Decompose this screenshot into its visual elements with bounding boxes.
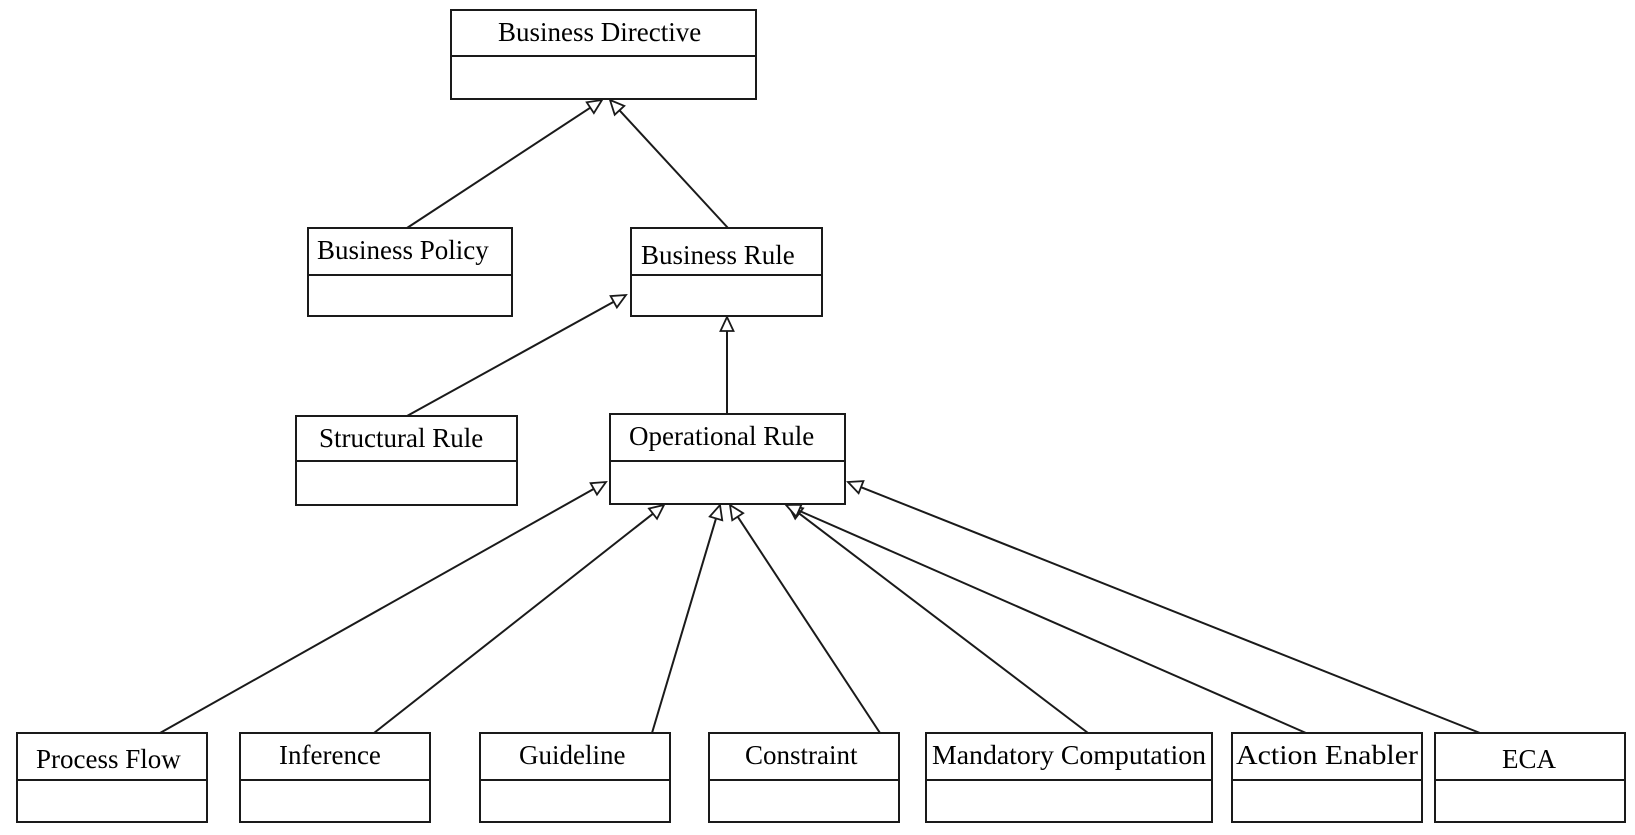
class-inference[interactable]: Inference [239,732,431,823]
class-name: Mandatory Computation [932,740,1207,770]
class-name: Constraint [745,740,858,770]
generalization-arrowhead [728,503,745,522]
class-name: Inference [279,740,381,770]
generalization-line [406,300,615,417]
generalization-arrowhead [609,293,628,310]
class-action-enabler[interactable]: Action Enabler [1231,732,1423,823]
generalization-line [860,486,1481,734]
class-name: Business Policy [317,235,489,265]
generalization-arrowhead [647,503,666,521]
class-name: Business Directive [498,17,701,47]
generalization-arrowhead [585,98,604,115]
class-operational-rule[interactable]: Operational Rule [609,413,846,505]
generalization-arrowhead [719,314,735,332]
class-name: Operational Rule [629,421,814,451]
class-name: Structural Rule [319,423,483,453]
class-mandatory-computation[interactable]: Mandatory Computation [925,732,1213,823]
generalization-line [651,518,717,734]
generalization-line [798,512,1089,734]
class-name: ECA [1502,744,1557,774]
generalization-line [159,487,595,734]
class-guideline[interactable]: Guideline [479,732,671,823]
class-business-rule[interactable]: Business Rule [630,227,823,317]
class-name: Business Rule [641,240,795,270]
class-name: Guideline [519,740,625,770]
class-business-policy[interactable]: Business Policy [307,227,513,317]
generalization-arrowhead [608,98,626,117]
generalization-arrowhead [846,480,865,495]
generalization-arrowhead [589,480,608,497]
class-business-directive[interactable]: Business Directive [450,9,757,100]
generalization-line [406,106,591,229]
class-name: Process Flow [36,744,181,774]
class-name: Action Enabler [1236,740,1418,770]
generalization-arrowhead [708,502,724,522]
class-constraint[interactable]: Constraint [708,732,900,823]
generalization-arrows [159,98,1481,734]
generalization-line [618,109,729,229]
generalization-line [798,509,1307,734]
class-structural-rule[interactable]: Structural Rule [295,415,518,506]
class-process-flow[interactable]: Process Flow [16,732,208,823]
generalization-line [736,516,881,734]
generalization-line [373,512,654,734]
class-eca[interactable]: ECA [1434,732,1626,823]
